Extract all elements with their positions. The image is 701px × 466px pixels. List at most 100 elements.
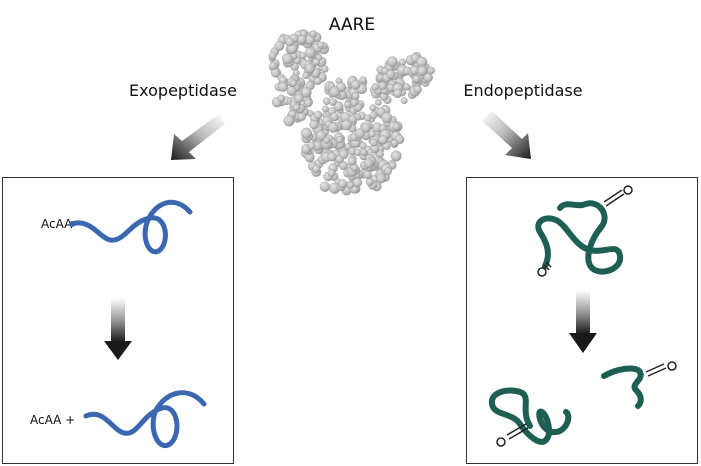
oxygen-atom — [667, 361, 677, 371]
atom-sphere — [346, 181, 355, 189]
acaa-label-top: AcAA — [41, 217, 73, 231]
atom-sphere — [376, 150, 384, 158]
atom-sphere — [274, 41, 285, 52]
atom-sphere — [309, 120, 319, 130]
atom-sphere — [283, 115, 295, 127]
atom-sphere — [393, 88, 403, 99]
atom-sphere — [364, 114, 372, 122]
atom-sphere — [338, 179, 348, 189]
atom-sphere — [297, 34, 307, 44]
atom-sphere — [327, 151, 337, 162]
green-peptide-fragment-2 — [601, 365, 644, 409]
atom-sphere — [304, 47, 316, 59]
carbonyl-bond — [603, 189, 623, 203]
atom-sphere — [403, 83, 411, 91]
carbonyl-bond — [543, 264, 550, 271]
atom-sphere — [330, 112, 339, 122]
atom-sphere — [361, 122, 372, 133]
atom-sphere — [374, 99, 382, 106]
exopeptidase-label: Exopeptidase — [129, 81, 237, 100]
green-peptide-fragment-1 — [488, 387, 572, 445]
atom-sphere — [312, 58, 320, 66]
atom-sphere — [348, 115, 357, 124]
atom-sphere — [359, 76, 367, 84]
protein-structure-icon — [268, 29, 435, 196]
atom-sphere — [413, 85, 422, 94]
atom-sphere — [289, 79, 298, 87]
atom-sphere — [323, 136, 331, 144]
carbonyl-bond — [645, 363, 665, 373]
atom-sphere — [269, 61, 278, 70]
atom-sphere — [392, 122, 401, 131]
atom-sphere — [369, 138, 378, 147]
atom-sphere — [352, 177, 362, 188]
atom-sphere — [321, 65, 329, 73]
oxygen-atom — [623, 185, 633, 195]
atom-sphere — [390, 150, 402, 162]
oxygen-atom — [537, 267, 547, 277]
atom-sphere — [301, 127, 313, 139]
atom-sphere — [319, 181, 331, 192]
blue-peptide-chain-bottom — [83, 390, 207, 449]
atom-sphere — [313, 77, 322, 86]
down-arrow-icon-left-head — [104, 341, 132, 360]
diagonal-down-right-arrow-icon — [482, 111, 531, 159]
down-arrow-icon-right-head — [569, 333, 597, 353]
atom-sphere — [297, 112, 306, 122]
down-arrow-icon-right-shaft — [576, 290, 590, 334]
chain-terminal-dot — [69, 221, 75, 227]
atom-sphere — [376, 173, 386, 184]
carbonyl-bond — [605, 193, 625, 207]
atom-sphere — [368, 130, 376, 138]
carbonyl-bond — [647, 367, 667, 377]
atom-sphere — [268, 51, 277, 60]
atom-sphere — [350, 98, 359, 107]
atom-sphere — [363, 170, 373, 180]
atom-sphere — [391, 139, 399, 147]
atom-sphere — [336, 135, 344, 144]
atom-sphere — [304, 63, 315, 74]
atom-sphere — [321, 105, 329, 113]
atom-sphere — [328, 122, 339, 133]
diagonal-down-left-arrow-icon — [171, 114, 225, 160]
atom-sphere — [311, 164, 321, 174]
atom-sphere — [350, 79, 361, 90]
atom-sphere — [386, 69, 396, 80]
atom-sphere — [378, 135, 388, 145]
atom-sphere — [292, 103, 301, 112]
carbonyl-bond — [545, 261, 552, 268]
green-peptide-chain-intact — [535, 200, 623, 275]
atom-sphere — [329, 86, 340, 98]
atom-sphere — [416, 56, 428, 68]
down-arrow-icon-left-shaft — [111, 298, 125, 342]
atom-sphere — [363, 158, 374, 168]
atom-sphere — [381, 112, 393, 124]
atom-sphere — [412, 75, 421, 83]
title-aare: AARE — [329, 15, 375, 35]
atom-sphere — [309, 30, 318, 38]
atom-sphere — [384, 167, 392, 176]
atom-sphere — [302, 72, 310, 80]
atom-sphere — [278, 82, 288, 92]
acaa-plus-label: AcAA + — [30, 413, 75, 427]
atom-sphere — [313, 110, 323, 120]
atom-sphere — [282, 53, 294, 65]
atom-sphere — [387, 56, 398, 67]
atom-sphere — [341, 119, 352, 131]
blue-peptide-chain-top — [69, 199, 193, 255]
oxygen-atom — [496, 437, 506, 447]
atom-sphere — [351, 92, 360, 101]
atom-sphere — [371, 83, 380, 91]
atom-sphere — [417, 65, 428, 76]
atom-sphere — [427, 66, 435, 75]
atom-sphere — [294, 93, 304, 104]
endopeptidase-label: Endopeptidase — [463, 81, 582, 100]
carbonyl-bond — [506, 423, 527, 436]
atom-sphere — [359, 148, 368, 157]
atom-sphere — [304, 98, 313, 108]
atom-sphere — [307, 141, 316, 150]
atom-sphere — [369, 104, 377, 112]
atom-sphere — [347, 156, 357, 166]
atom-sphere — [285, 37, 295, 47]
